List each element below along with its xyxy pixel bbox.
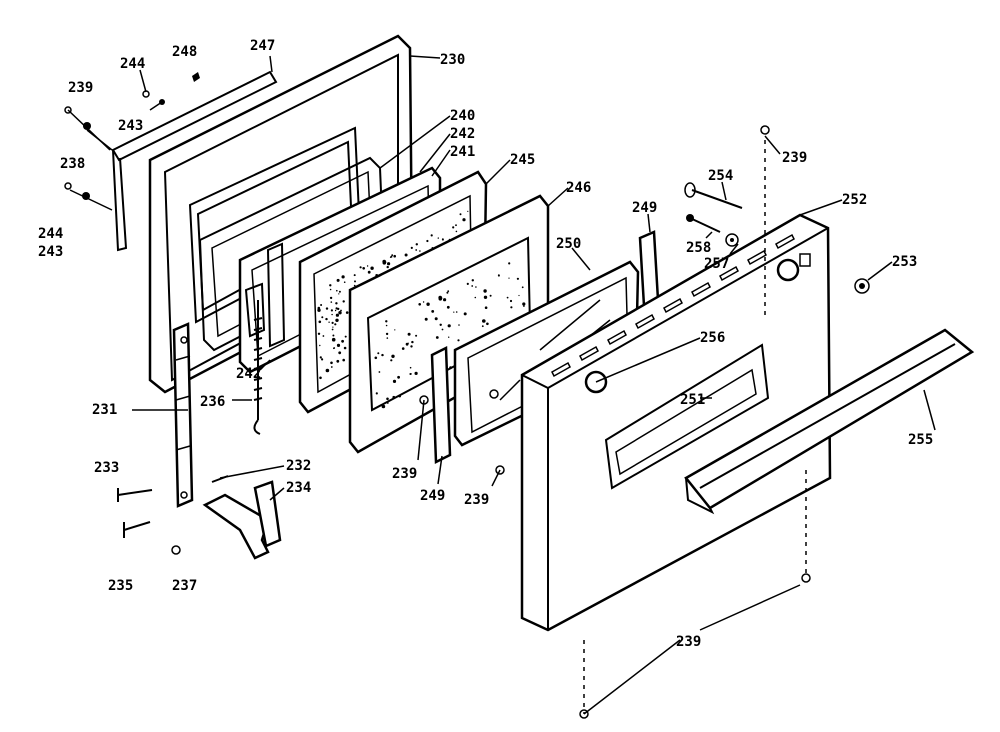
label-231: 231 xyxy=(92,402,117,418)
label-230: 230 xyxy=(440,52,465,68)
label-234: 234 xyxy=(286,480,311,496)
label-236: 236 xyxy=(200,394,225,410)
label-243-left: 243 xyxy=(38,244,63,260)
label-239-topright: 239 xyxy=(782,150,807,166)
part-236-spring xyxy=(253,300,263,435)
label-257: 257 xyxy=(704,256,729,272)
label-244-left: 244 xyxy=(38,226,63,242)
label-235: 235 xyxy=(108,578,133,594)
label-246: 246 xyxy=(566,180,591,196)
part-242-bracket xyxy=(244,242,286,348)
label-233: 233 xyxy=(94,460,119,476)
label-237: 237 xyxy=(172,578,197,594)
label-251: 251 xyxy=(680,392,705,408)
label-240: 240 xyxy=(450,108,475,124)
part-249-hinge-receiver xyxy=(430,230,660,464)
part-234-hinge-link xyxy=(202,480,282,560)
label-255: 255 xyxy=(908,432,933,448)
label-238: 238 xyxy=(60,156,85,172)
label-248: 248 xyxy=(172,44,197,60)
part-labels: 230 247 248 244 239 243 238 244 243 240 … xyxy=(38,38,933,650)
label-239-topleft: 239 xyxy=(68,80,93,96)
label-250: 250 xyxy=(556,236,581,252)
label-247: 247 xyxy=(250,38,275,54)
leader-lines xyxy=(67,55,936,715)
label-239-bottom: 239 xyxy=(676,634,701,650)
label-253: 253 xyxy=(892,254,917,270)
label-245: 245 xyxy=(510,152,535,168)
label-256: 256 xyxy=(700,330,725,346)
label-239-centerright: 239 xyxy=(464,492,489,508)
part-255-door-handle xyxy=(684,328,975,515)
part-231-hinge-arm xyxy=(172,322,194,508)
label-244-top: 244 xyxy=(120,56,145,72)
label-252: 252 xyxy=(842,192,867,208)
label-258: 258 xyxy=(686,240,711,256)
label-242-bottom: 242 xyxy=(236,366,261,382)
label-254: 254 xyxy=(708,168,733,184)
label-232: 232 xyxy=(286,458,311,474)
label-239-center: 239 xyxy=(392,466,417,482)
label-241: 241 xyxy=(450,144,475,160)
part-247-gasket xyxy=(111,70,278,252)
label-242-top: 242 xyxy=(450,126,475,142)
label-249-bottom: 249 xyxy=(420,488,445,504)
label-243-top: 243 xyxy=(118,118,143,134)
label-249-right: 249 xyxy=(632,200,657,216)
